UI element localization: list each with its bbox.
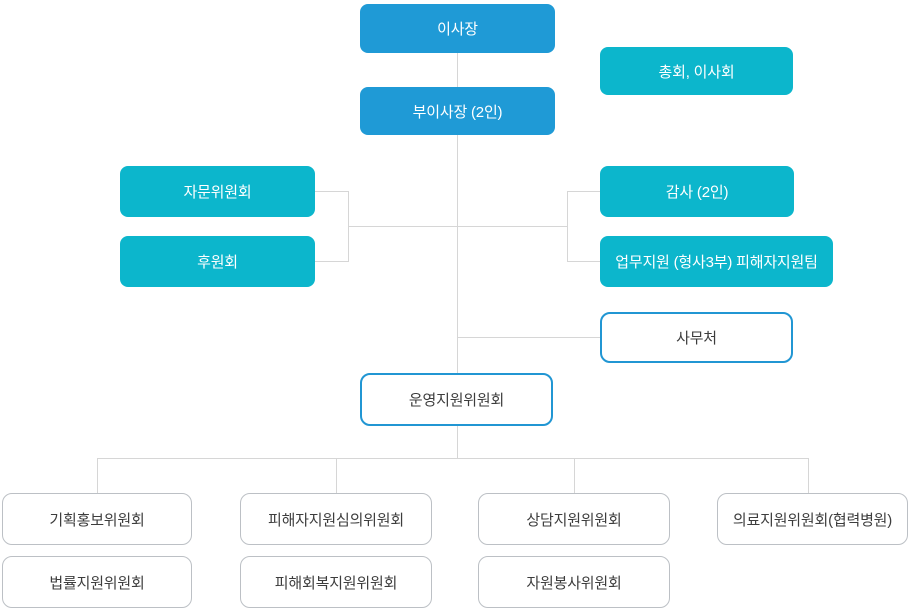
connector-line [348, 226, 567, 227]
node-vice-chairman: 부이사장 (2인) [360, 87, 555, 135]
node-auditors: 감사 (2인) [600, 166, 794, 217]
connector-line [97, 458, 98, 493]
node-recovery-support-committee: 피해회복지원위원회 [240, 556, 432, 608]
node-counseling-support-committee: 상담지원위원회 [478, 493, 670, 545]
node-general-assembly: 총회, 이사회 [600, 47, 793, 95]
node-secretariat: 사무처 [600, 312, 793, 363]
node-operation-support-committee: 운영지원위원회 [360, 373, 553, 426]
connector-line [348, 191, 349, 262]
connector-line [315, 191, 348, 192]
node-medical-support-committee: 의료지원위원회(협력병원) [717, 493, 908, 545]
connector-line [97, 458, 809, 459]
connector-line [567, 191, 600, 192]
connector-line [457, 337, 600, 338]
node-volunteer-committee: 자원봉사위원회 [478, 556, 670, 608]
connector-line [457, 53, 458, 87]
node-advisory-committee: 자문위원회 [120, 166, 315, 217]
node-chairman: 이사장 [360, 4, 555, 53]
node-supporters-association: 후원회 [120, 236, 315, 287]
connector-line [574, 458, 575, 493]
node-planning-pr-committee: 기획홍보위원회 [2, 493, 192, 545]
node-legal-support-committee: 법률지원위원회 [2, 556, 192, 608]
node-work-support-team: 업무지원 (형사3부) 피해자지원팀 [600, 236, 833, 287]
connector-line [336, 458, 337, 493]
node-victim-support-review-committee: 피해자지원심의위원회 [240, 493, 432, 545]
connector-line [567, 191, 568, 262]
connector-line [567, 261, 600, 262]
connector-line [457, 135, 458, 373]
connector-line [457, 426, 458, 459]
connector-line [315, 261, 348, 262]
connector-line [808, 458, 809, 493]
